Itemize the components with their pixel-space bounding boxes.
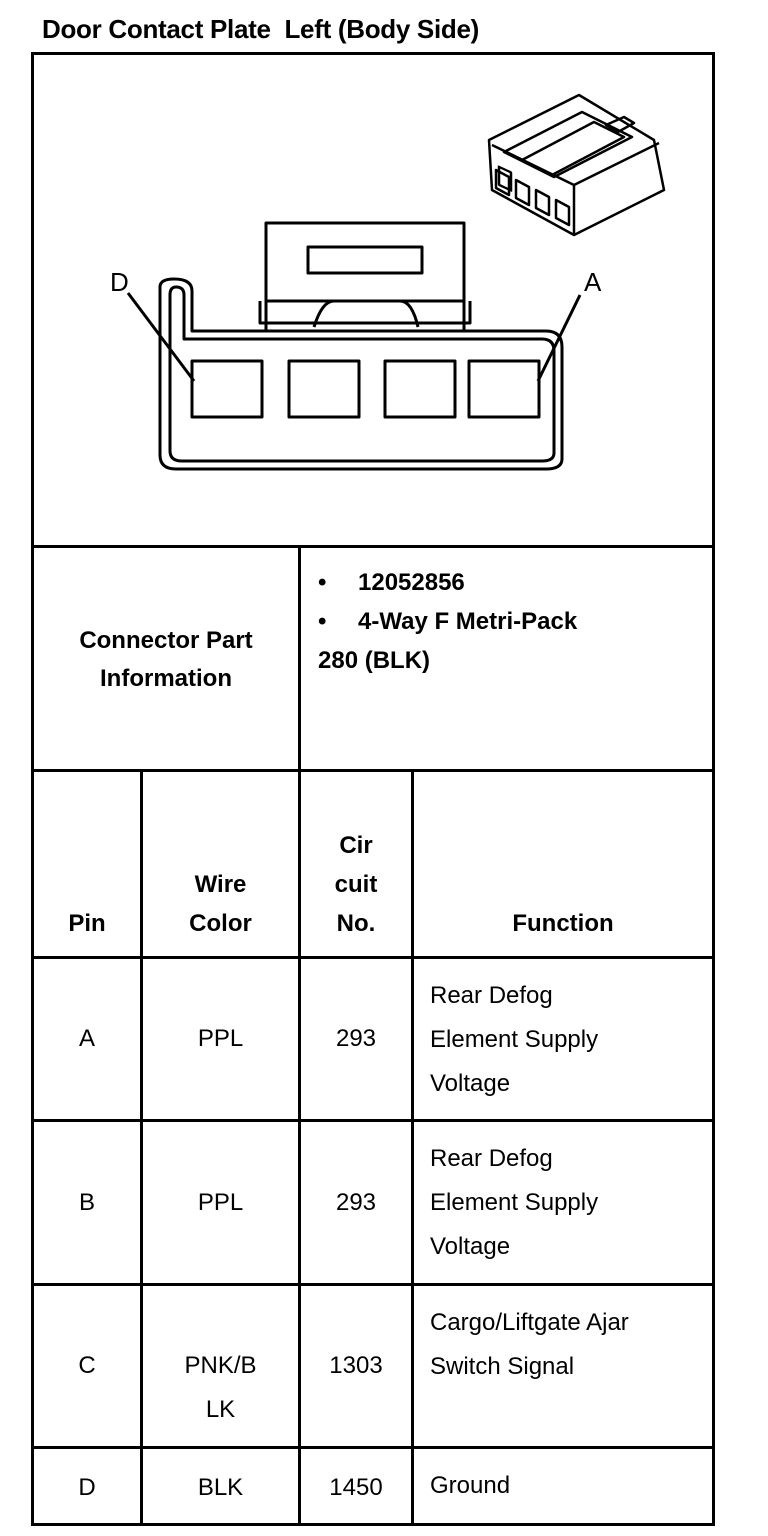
bullet-icon: •: [318, 608, 327, 635]
cell-line: Rear Defog: [430, 982, 553, 1009]
connector-description: 4-Way F Metri-Pack: [358, 608, 578, 635]
cell-line: LK: [205, 1396, 236, 1423]
cell-line: Voltage: [430, 1233, 511, 1260]
part-number: 12052856: [358, 569, 465, 596]
cell-line: B: [78, 1188, 95, 1216]
divider: [31, 1446, 715, 1449]
divider: [31, 769, 715, 772]
cell-pin: D: [34, 1466, 140, 1510]
cell-line: 1450: [329, 1473, 383, 1501]
header-line: cuit: [334, 871, 378, 898]
divider: [298, 545, 301, 1526]
cell-line: C: [78, 1352, 96, 1379]
cell-line: Cargo/Liftgate Ajar: [430, 1309, 629, 1336]
header-line: Cir: [339, 832, 373, 859]
connector-face: [126, 221, 582, 471]
connector-isometric-view: [487, 93, 666, 237]
cell-wire: PPL: [143, 1017, 298, 1061]
cell-line: Switch Signal: [430, 1353, 575, 1380]
cell-line: Element Supply: [430, 1189, 599, 1216]
cell-line: Rear Defog: [430, 1145, 553, 1172]
cell-line: PPL: [197, 1188, 244, 1216]
cell-wire: BLK: [143, 1466, 298, 1510]
connector-table-frame: [31, 52, 715, 1526]
info-item: • 4-Way F Metri-Pack: [318, 602, 577, 641]
cell-wire: PNK/B LK: [143, 1344, 298, 1432]
cell-pin: A: [34, 1017, 140, 1061]
cell-wire: PPL: [143, 1181, 298, 1225]
cell-line: D: [78, 1473, 96, 1501]
divider: [31, 545, 715, 548]
connector-info-label-line: Information: [100, 665, 232, 692]
cell-line: Ground: [430, 1472, 511, 1499]
cell-line: Element Supply: [430, 1026, 599, 1053]
column-header-pin: Pin: [68, 910, 106, 937]
cell-line: A: [78, 1025, 95, 1052]
column-header-circuit: Cir cuit No.: [301, 826, 411, 943]
cell-circuit: 293: [301, 1017, 411, 1061]
connector-info-list: • 12052856 • 4-Way F Metri-Pack 280 (BLK): [318, 563, 577, 680]
cell-line: 293: [335, 1025, 377, 1052]
cell-circuit: 1303: [301, 1344, 411, 1388]
connector-info-label-line: Connector Part: [79, 627, 253, 654]
cell-function: Ground: [430, 1464, 712, 1508]
header-line: No.: [336, 910, 376, 937]
column-header-function: Function: [512, 910, 614, 937]
cell-line: Voltage: [430, 1070, 511, 1097]
connector-diagram: D A: [34, 55, 712, 545]
cell-pin: B: [34, 1181, 140, 1225]
divider: [31, 1119, 715, 1122]
header-line: Wire: [194, 871, 247, 898]
cell-line: BLK: [197, 1473, 244, 1501]
cell-circuit: 1450: [301, 1466, 411, 1510]
cell-line: 293: [335, 1188, 377, 1216]
info-item-continuation: 280 (BLK): [318, 647, 431, 674]
cell-line: PNK/B: [184, 1352, 257, 1379]
pin-d-callout: D: [110, 267, 129, 297]
info-item: • 12052856: [318, 563, 577, 602]
connector-info-label: Connector Part Information: [34, 622, 298, 698]
page-title: Door Contact Plate Left (Body Side): [42, 14, 480, 44]
divider: [31, 956, 715, 959]
divider: [31, 1283, 715, 1286]
bullet-icon: •: [318, 569, 327, 596]
connector-face-drawing: D A: [110, 93, 666, 471]
cell-line: 1303: [329, 1352, 383, 1379]
cell-circuit: 293: [301, 1181, 411, 1225]
column-header-wire-color: Wire Color: [143, 865, 298, 943]
connector-isometric-cavities: [494, 168, 571, 227]
cell-pin: C: [34, 1344, 140, 1388]
pin-a-callout: A: [584, 267, 602, 297]
header-line: Color: [189, 910, 252, 937]
divider: [140, 769, 143, 1526]
divider: [411, 769, 414, 1526]
cell-line: PPL: [197, 1025, 244, 1052]
